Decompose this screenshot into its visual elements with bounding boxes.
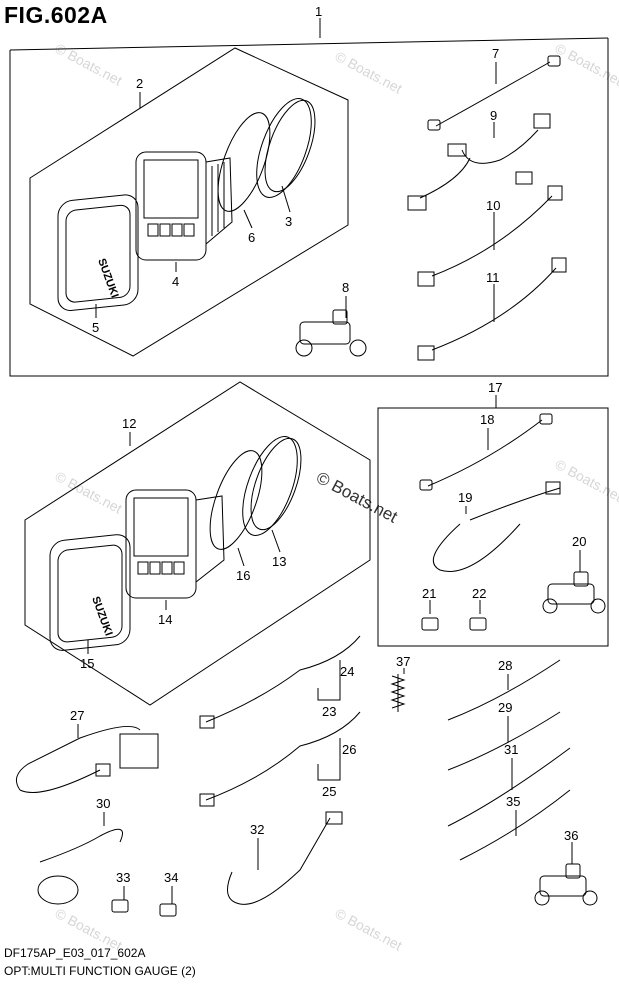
callout-16: 16	[236, 568, 250, 583]
callout-27: 27	[70, 708, 84, 723]
callout-2: 2	[136, 76, 143, 91]
callout-34: 34	[164, 870, 178, 885]
callout-25: 25	[322, 784, 336, 799]
part-13-nut	[242, 436, 298, 536]
part-25-harness	[205, 711, 361, 801]
part-31-cable	[447, 747, 571, 827]
callout-37: 37	[396, 654, 410, 669]
part-34-cap	[159, 903, 177, 917]
callout-30: 30	[96, 796, 110, 811]
part-9-harness	[461, 129, 539, 164]
callout-9: 9	[490, 108, 497, 123]
part-28-cable	[447, 659, 561, 721]
callout-14: 14	[158, 612, 172, 627]
frame-group-17	[377, 407, 609, 647]
part-14-gauge	[125, 489, 225, 599]
part-5-bezel	[57, 194, 139, 312]
callout-5: 5	[92, 320, 99, 335]
callout-4: 4	[172, 274, 179, 289]
part-8-tee	[295, 309, 367, 357]
part-22-cap	[469, 617, 487, 631]
part-30-antenna	[39, 828, 123, 863]
frame-group-12	[24, 381, 371, 706]
part-35-cable	[459, 789, 571, 861]
part-19-cable	[432, 523, 521, 572]
part-11-cable	[431, 267, 557, 351]
callout-18: 18	[480, 412, 494, 427]
callout-22: 22	[472, 586, 486, 601]
callout-28: 28	[498, 658, 512, 673]
part-6-oring	[217, 112, 271, 212]
callout-6: 6	[248, 230, 255, 245]
part-15-logo: SUZUKI	[89, 595, 114, 638]
callout-31: 31	[504, 742, 518, 757]
callout-15: 15	[80, 656, 94, 671]
part-29-cable	[447, 711, 561, 771]
callout-17: 17	[488, 380, 502, 395]
callout-8: 8	[342, 280, 349, 295]
part-33-cap	[111, 899, 129, 913]
frame-group-1	[9, 38, 609, 377]
part-27-sensor	[15, 725, 141, 791]
part-20-tee	[542, 571, 606, 614]
callout-23: 23	[322, 704, 336, 719]
callout-3: 3	[285, 214, 292, 229]
callout-11: 11	[486, 270, 500, 285]
part-23-harness	[205, 635, 361, 723]
callout-26: 26	[342, 742, 356, 757]
callout-19: 19	[458, 490, 472, 505]
part-4-gauge	[135, 151, 233, 261]
part-18-cable	[427, 419, 543, 487]
part-10-cable	[431, 195, 553, 277]
part-7-cable	[435, 61, 551, 127]
callout-7: 7	[492, 46, 499, 61]
callout-33: 33	[116, 870, 130, 885]
part-32-cable	[227, 817, 331, 905]
callout-32: 32	[250, 822, 264, 837]
part-30-antenna-base	[37, 875, 79, 905]
callout-21: 21	[422, 586, 436, 601]
callout-13: 13	[272, 554, 286, 569]
part-36-tee	[534, 863, 598, 906]
part-16-oring	[209, 450, 263, 550]
drawing-code: DF175AP_E03_017_602A	[4, 946, 146, 960]
frame-group-2	[29, 47, 349, 357]
callout-24: 24	[340, 664, 354, 679]
part-15-bezel	[49, 534, 131, 651]
part-21-cap	[421, 617, 439, 631]
part-3-nut	[256, 98, 312, 198]
figure-caption: OPT:MULTI FUNCTION GAUGE (2)	[4, 964, 196, 978]
callout-35: 35	[506, 794, 520, 809]
figure-title: FIG.602A	[4, 2, 108, 28]
callout-29: 29	[498, 700, 512, 715]
callout-20: 20	[572, 534, 586, 549]
callout-12: 12	[122, 416, 136, 431]
part-5-logo: SUZUKI	[95, 257, 120, 300]
callout-1: 1	[315, 4, 322, 19]
callout-10: 10	[486, 198, 500, 213]
callout-36: 36	[564, 828, 578, 843]
